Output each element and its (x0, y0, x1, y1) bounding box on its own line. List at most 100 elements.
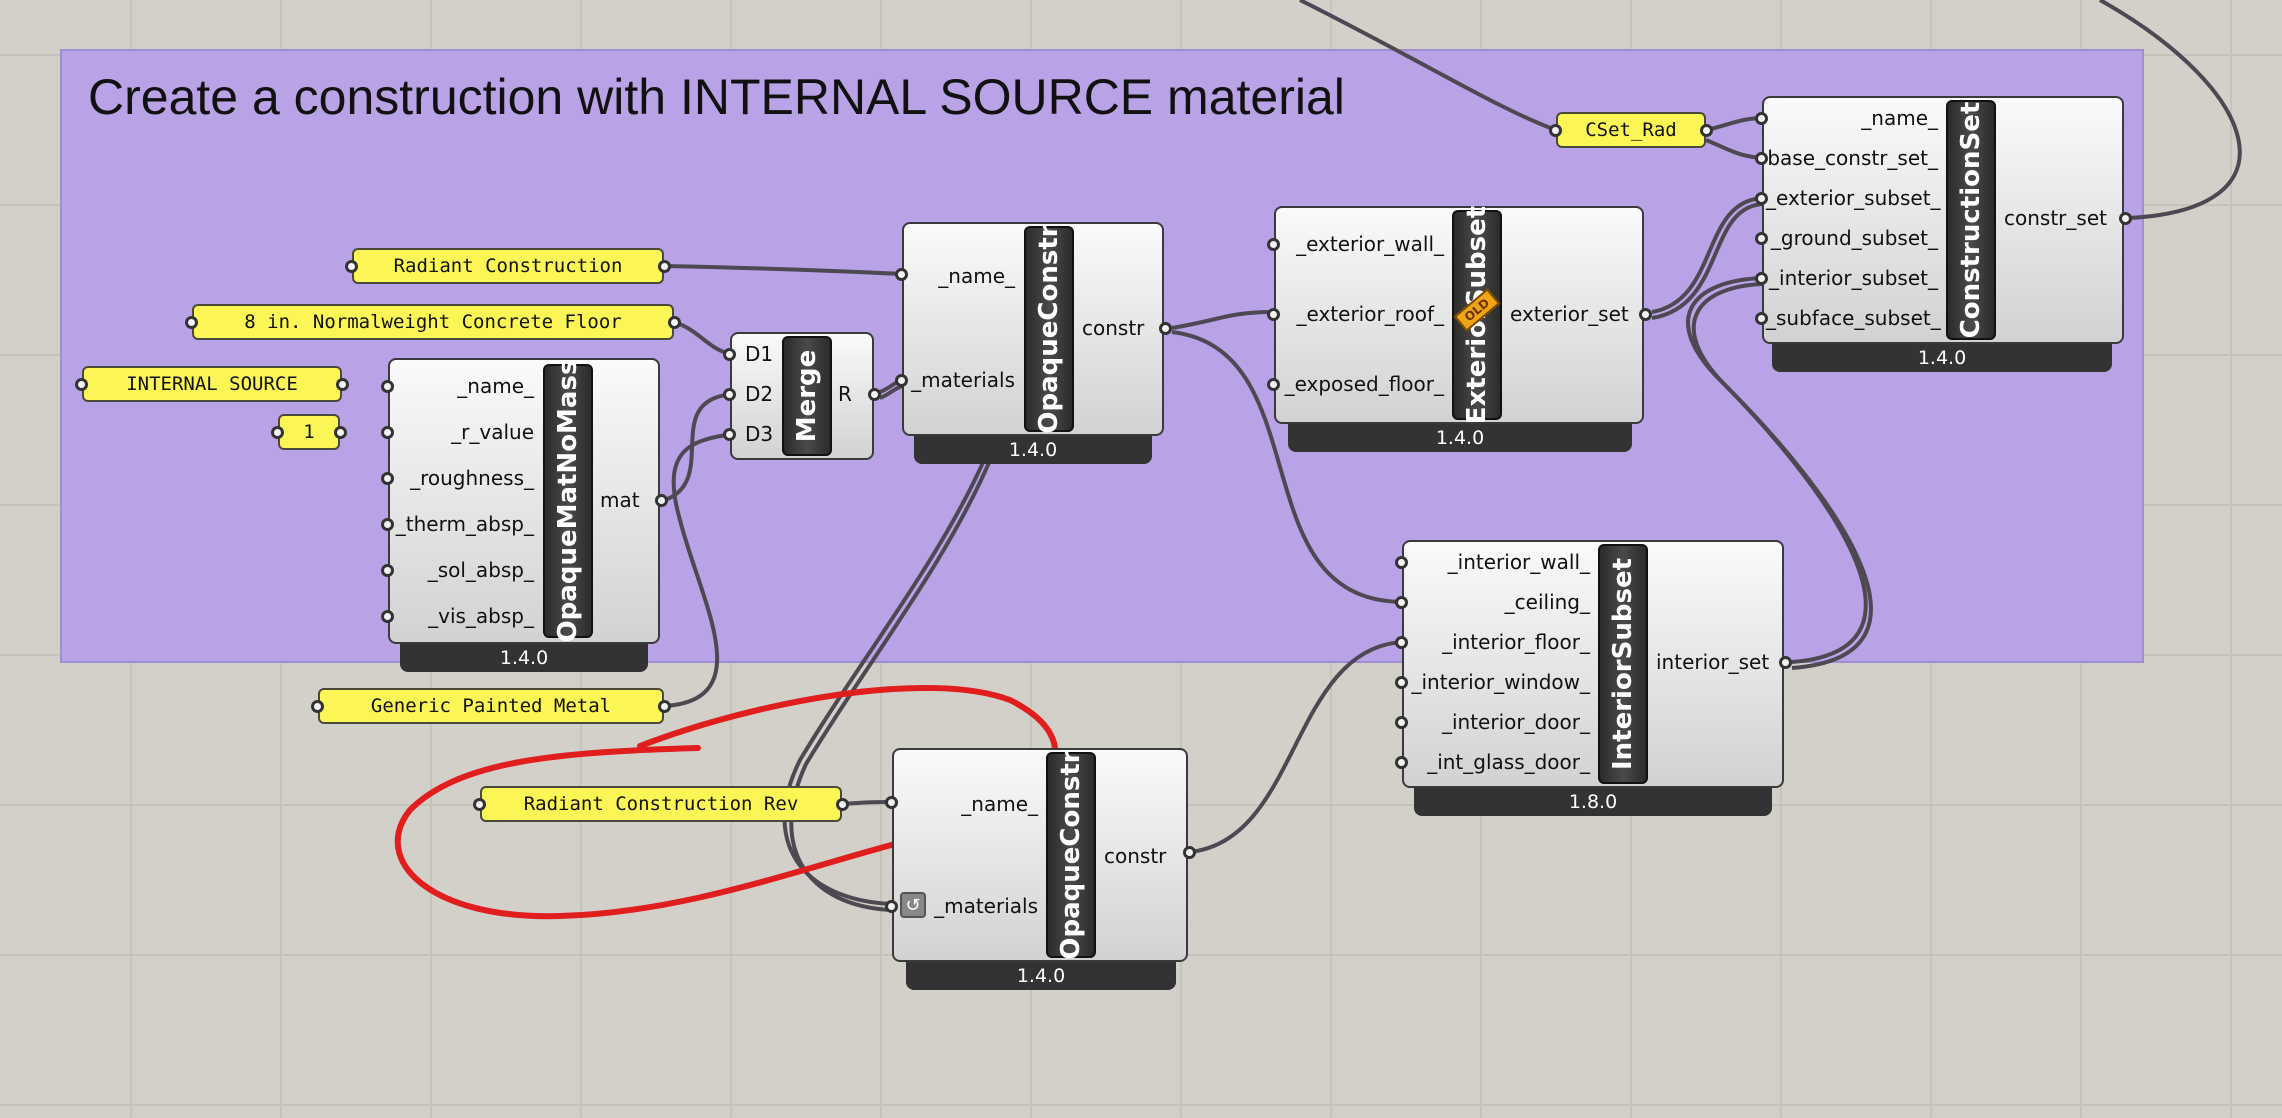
input-grip[interactable] (895, 374, 908, 387)
panel-grip[interactable] (311, 700, 324, 713)
input-r-value[interactable]: _r_value (451, 420, 534, 444)
output-mat[interactable]: mat (600, 488, 640, 512)
panel-grip[interactable] (345, 260, 358, 273)
panel-grip[interactable] (473, 798, 486, 811)
input-name[interactable]: _name_ (938, 264, 1015, 288)
input-grip[interactable] (1267, 238, 1280, 251)
input-name[interactable]: _name_ (457, 374, 534, 398)
input-d2[interactable]: D2 (745, 382, 774, 406)
input-grip[interactable] (381, 426, 394, 439)
output-grip[interactable] (1183, 846, 1196, 859)
input-grip[interactable] (1395, 636, 1408, 649)
panel-grip[interactable] (336, 378, 349, 391)
output-constr[interactable]: constr (1082, 316, 1145, 340)
input-materials[interactable]: _materials (911, 368, 1015, 392)
output-r[interactable]: R (838, 382, 852, 406)
input-grip[interactable] (885, 796, 898, 809)
input-interior-door[interactable]: _interior_door_ (1441, 710, 1590, 734)
input-interior-window[interactable]: _interior_window_ (1411, 670, 1591, 694)
input-grip[interactable] (1267, 308, 1280, 321)
output-grip[interactable] (2119, 212, 2132, 225)
reset-icon[interactable]: ↺ (900, 892, 926, 918)
panel-grip[interactable] (271, 426, 284, 439)
interior-subset-title-bar[interactable]: InteriorSubset (1598, 544, 1648, 784)
panel-grip[interactable] (658, 260, 671, 273)
output-grip[interactable] (1779, 656, 1792, 669)
input-grip[interactable] (723, 388, 736, 401)
input-name[interactable]: _name_ (961, 792, 1038, 816)
input-grip[interactable] (1395, 756, 1408, 769)
concrete-floor-panel[interactable]: 8 in. Normalweight Concrete Floor (192, 304, 674, 340)
input-grip[interactable] (1395, 676, 1408, 689)
r-value-panel[interactable]: 1 (278, 414, 340, 450)
input-roughness[interactable]: _roughness_ (410, 466, 534, 490)
opaque-mat-component[interactable] (388, 358, 660, 644)
input-grip[interactable] (381, 380, 394, 393)
output-grip[interactable] (868, 388, 881, 401)
output-grip[interactable] (1159, 322, 1172, 335)
opaque-mat-title-bar[interactable]: OpaqueMatNoMass (543, 360, 593, 642)
input-ceiling[interactable]: _ceiling_ (1504, 590, 1590, 614)
input-sol-absp[interactable]: _sol_absp_ (427, 558, 534, 582)
radiant-rev-panel[interactable]: Radiant Construction Rev (480, 786, 842, 822)
input-grip[interactable] (381, 472, 394, 485)
input-grip[interactable] (381, 564, 394, 577)
panel-grip[interactable] (1700, 124, 1713, 137)
input-d1[interactable]: D1 (745, 342, 774, 366)
input-grip[interactable] (895, 268, 908, 281)
input-grip[interactable] (1755, 312, 1768, 325)
radiant-construction-panel[interactable]: Radiant Construction (352, 248, 664, 284)
input-interior-subset[interactable]: _interior_subset_ (1769, 266, 1938, 290)
panel-grip[interactable] (658, 700, 671, 713)
input-vis-absp[interactable]: _vis_absp_ (428, 604, 534, 628)
input-name[interactable]: _name_ (1861, 106, 1938, 130)
input-exterior-subset[interactable]: _exterior_subset_ (1766, 186, 1941, 210)
output-grip[interactable] (1639, 308, 1652, 321)
output-constr-set[interactable]: constr_set (2004, 206, 2107, 230)
input-grip[interactable] (885, 900, 898, 913)
input-interior-floor[interactable]: _interior_floor_ (1442, 630, 1590, 654)
construction-set-component[interactable] (1762, 96, 2124, 344)
input-exterior-wall[interactable]: _exterior_wall_ (1296, 232, 1444, 256)
input-grip[interactable] (381, 610, 394, 623)
construction-set-title-bar[interactable]: ConstructionSet (1946, 100, 1996, 340)
input-grip[interactable] (1755, 112, 1768, 125)
opaque-constr-2-title-bar[interactable]: OpaqueConstr (1046, 750, 1096, 960)
input-grip[interactable] (723, 348, 736, 361)
output-exterior-set[interactable]: exterior_set (1510, 302, 1629, 326)
generic-metal-panel[interactable]: Generic Painted Metal (318, 688, 664, 724)
merge-title-bar[interactable]: Merge (782, 336, 832, 456)
input-grip[interactable] (1395, 556, 1408, 569)
input-int-glass-door[interactable]: _int_glass_door_ (1427, 750, 1590, 774)
input-therm-absp[interactable]: _therm_absp_ (395, 512, 534, 536)
panel-grip[interactable] (334, 426, 347, 439)
cset-rad-panel[interactable]: CSet_Rad (1556, 112, 1706, 148)
output-grip[interactable] (655, 494, 668, 507)
input-materials[interactable]: _materials (934, 894, 1038, 918)
input-grip[interactable] (1755, 152, 1768, 165)
input-grip[interactable] (1395, 716, 1408, 729)
panel-grip[interactable] (836, 798, 849, 811)
input-base-constr-set[interactable]: base_constr_set_ (1767, 146, 1938, 170)
panel-grip[interactable] (75, 378, 88, 391)
input-subface-subset[interactable]: _subface_subset_ (1766, 306, 1941, 330)
output-constr[interactable]: constr (1104, 844, 1167, 868)
input-grip[interactable] (1755, 232, 1768, 245)
opaque-constr-2-component[interactable] (892, 748, 1188, 962)
panel-grip[interactable] (1549, 124, 1562, 137)
panel-grip[interactable] (668, 316, 681, 329)
input-grip[interactable] (1267, 378, 1280, 391)
input-interior-wall[interactable]: _interior_wall_ (1447, 550, 1590, 574)
input-grip[interactable] (723, 428, 736, 441)
input-grip[interactable] (1755, 192, 1768, 205)
opaque-constr-title-bar[interactable]: OpaqueConstr (1024, 224, 1074, 434)
input-exposed-floor[interactable]: _exposed_floor_ (1284, 372, 1444, 396)
internal-source-panel[interactable]: INTERNAL SOURCE (82, 366, 342, 402)
panel-grip[interactable] (185, 316, 198, 329)
output-interior-set[interactable]: interior_set (1656, 650, 1770, 674)
input-ground-subset[interactable]: _ground_subset_ (1770, 226, 1938, 250)
input-d3[interactable]: D3 (745, 422, 774, 446)
interior-subset-component[interactable] (1402, 540, 1784, 788)
input-exterior-roof[interactable]: _exterior_roof_ (1296, 302, 1444, 326)
